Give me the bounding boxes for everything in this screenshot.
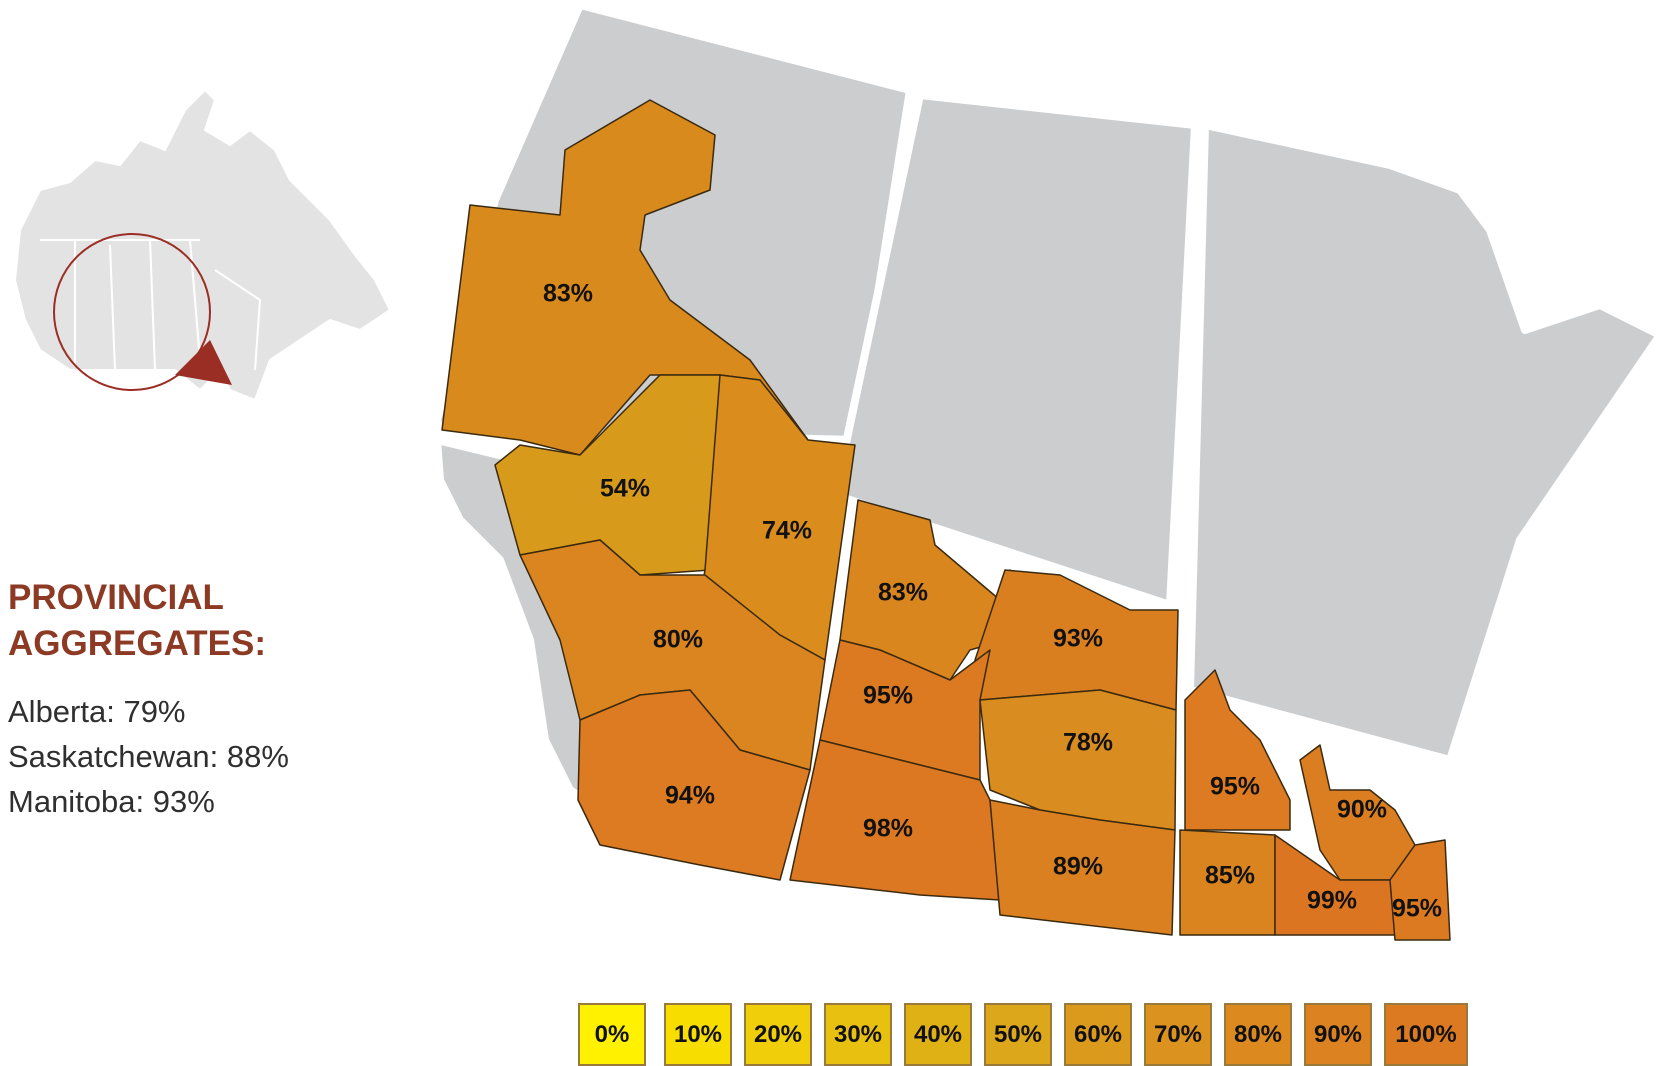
region-mb-interlake: [1184, 669, 1291, 831]
legend-label: 60%: [1073, 1020, 1123, 1048]
legend-item: 60%: [1064, 1003, 1132, 1066]
aggregates-title: PROVINCIAL AGGREGATES:: [8, 578, 266, 663]
legend-item: 40%: [904, 1003, 972, 1066]
region-mb-southeast: [1389, 839, 1451, 941]
locator-circle: [53, 233, 211, 391]
label-ab-northeast: 74%: [762, 517, 812, 545]
aggregate-manitoba: Manitoba: 93%: [8, 784, 215, 819]
saskatchewan-land-shape: [831, 91, 1199, 609]
legend-label: 30%: [833, 1020, 883, 1048]
legend-label: 90%: [1313, 1020, 1363, 1048]
canada-outline-shape: [13, 88, 392, 402]
region-ab-north: [441, 99, 809, 456]
label-mb-southwest: 85%: [1205, 862, 1255, 890]
label-mb-south-central: 99%: [1307, 887, 1357, 915]
label-mb-interlake: 95%: [1210, 773, 1260, 801]
legend-label: 10%: [673, 1020, 723, 1048]
label-ab-south: 94%: [665, 782, 715, 810]
label-sk-northeast: 93%: [1053, 625, 1103, 653]
label-ab-central: 80%: [653, 626, 703, 654]
aggregate-saskatchewan: Saskatchewan: 88%: [8, 739, 289, 774]
label-sk-southeast: 89%: [1053, 853, 1103, 881]
label-sk-west-central: 95%: [863, 682, 913, 710]
manitoba-land-shape: [1186, 121, 1664, 764]
region-ab-south: [577, 689, 811, 881]
legend-label: 0%: [594, 1020, 630, 1048]
label-ab-northwest-central: 54%: [600, 475, 650, 503]
legend-item: 30%: [824, 1003, 892, 1066]
canada-internal-borders: [40, 239, 262, 371]
canada-locator-icon: [13, 88, 392, 402]
legend-item: 100%: [1384, 1003, 1468, 1066]
legend-item: 90%: [1304, 1003, 1372, 1066]
label-mb-southeast: 95%: [1392, 895, 1442, 923]
legend-item: 0%: [578, 1003, 646, 1066]
legend-item: 20%: [744, 1003, 812, 1066]
legend-label: 40%: [913, 1020, 963, 1048]
legend-item: 10%: [664, 1003, 732, 1066]
provincial-aggregates: PROVINCIAL AGGREGATES: Alberta: 79% Sask…: [8, 575, 408, 824]
aggregate-alberta: Alberta: 79%: [8, 694, 186, 729]
locator-pointer-icon: [175, 340, 232, 385]
legend-label: 70%: [1153, 1020, 1203, 1048]
label-sk-east-central: 78%: [1063, 729, 1113, 757]
label-mb-east: 90%: [1337, 796, 1387, 824]
legend-label: 50%: [993, 1020, 1043, 1048]
legend-label: 80%: [1233, 1020, 1283, 1048]
legend-item: 80%: [1224, 1003, 1292, 1066]
legend-label: 20%: [753, 1020, 803, 1048]
region-mb-east: [1299, 744, 1416, 881]
legend-item: 50%: [984, 1003, 1052, 1066]
label-sk-southwest: 98%: [863, 815, 913, 843]
legend-label: 100%: [1395, 1020, 1457, 1048]
legend-item: 70%: [1144, 1003, 1212, 1066]
label-sk-northwest: 83%: [878, 579, 928, 607]
label-ab-north: 83%: [543, 280, 593, 308]
region-sk-southeast: [989, 799, 1176, 936]
